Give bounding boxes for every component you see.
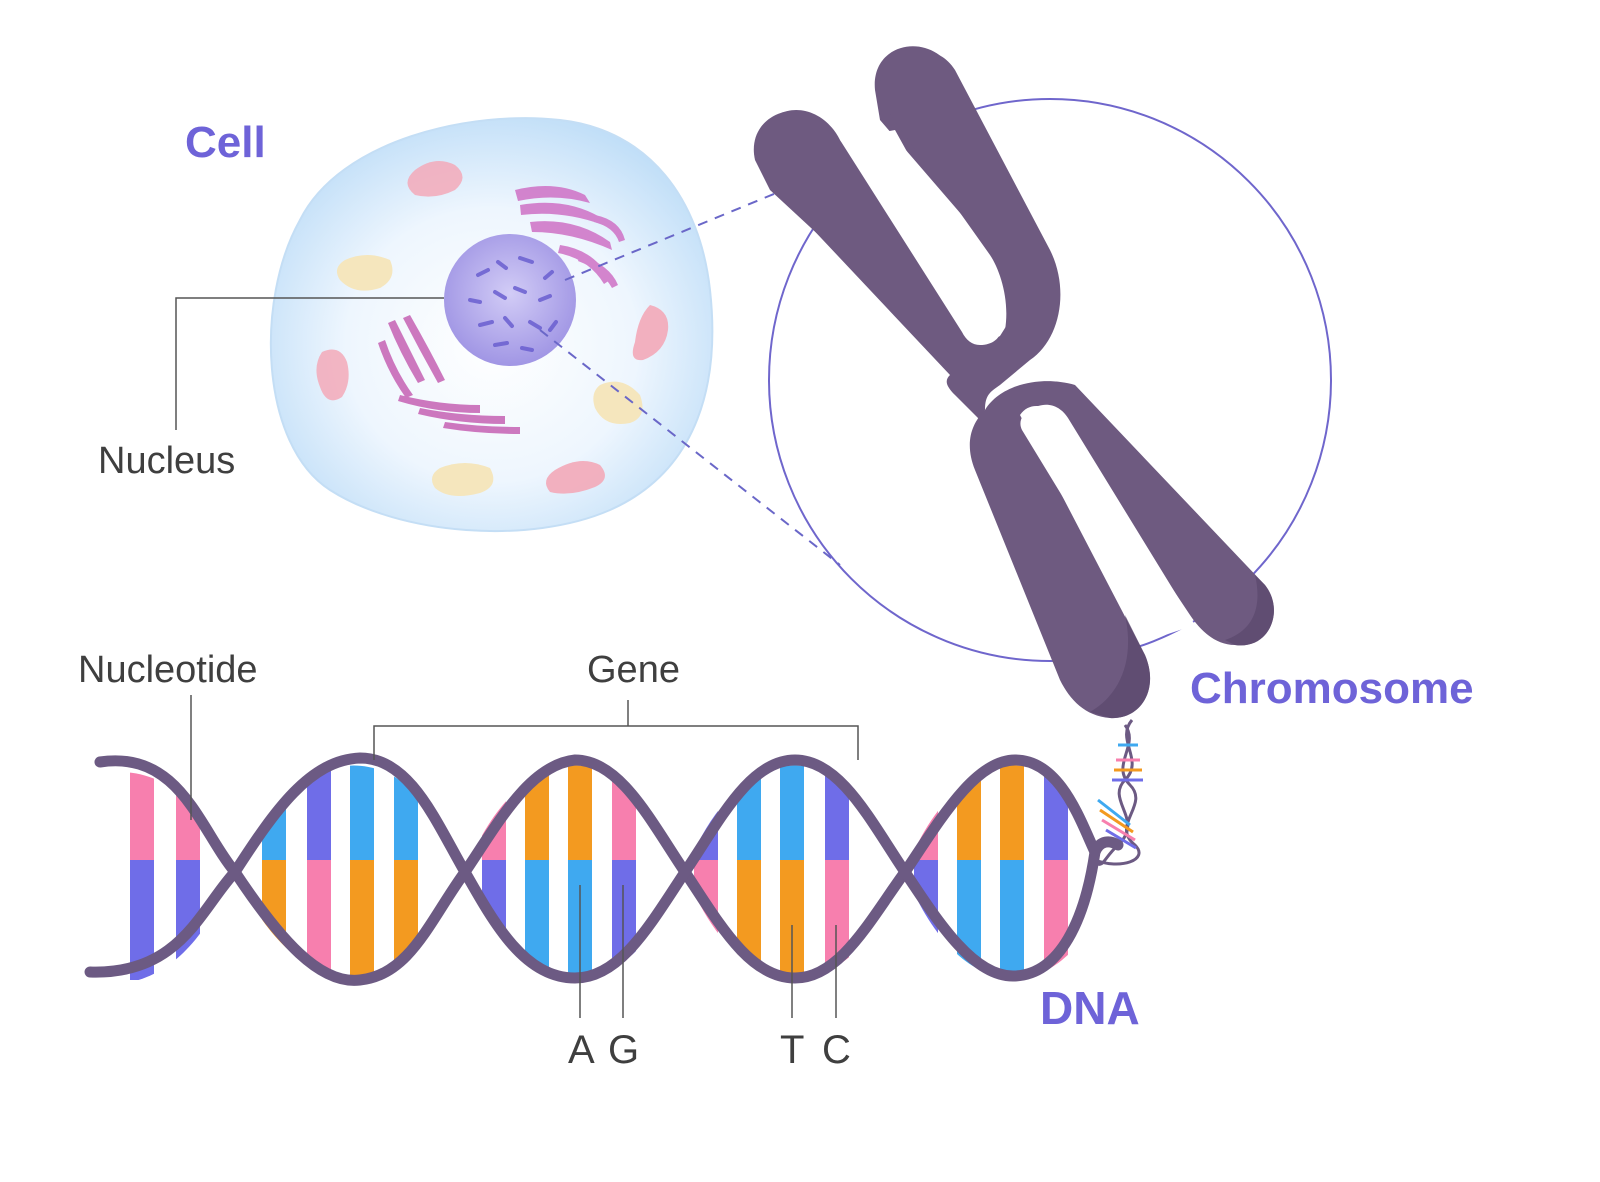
gene-bracket (373, 725, 859, 760)
mitochondrion-organelle (316, 349, 349, 401)
chromosome-gap-lower (1020, 404, 1195, 640)
chromosome-gap-upper (840, 130, 1002, 345)
mitochondrion-organelle (407, 161, 463, 197)
dna-helix (84, 752, 1124, 986)
vesicle-organelle (431, 463, 494, 497)
mitochondrion-organelle (632, 305, 669, 361)
mitochondrion-organelle (546, 461, 605, 494)
golgi-apparatus-lower (378, 315, 520, 434)
nucleus-pointer-line (175, 297, 444, 430)
cell-illustration (269, 117, 714, 533)
chromosome-shadow (1090, 575, 1274, 719)
base-a-label: A (568, 1028, 595, 1072)
vesicle-organelle (593, 381, 643, 424)
base-g-label: G (608, 1028, 639, 1072)
dna-base-pairs-segment-1 (262, 765, 418, 979)
chromosome-label: Chromosome (1190, 664, 1474, 713)
dna-base-pairs-segment-3 (694, 765, 849, 979)
base-t-label: T (780, 1028, 804, 1072)
base-c-label: C (822, 1028, 851, 1072)
chromosome (753, 46, 1274, 719)
gene-label: Gene (587, 649, 680, 691)
dna-backbone-strand-1 (94, 754, 1101, 986)
nucleus-label: Nucleus (98, 440, 235, 482)
nucleotide-label: Nucleotide (78, 649, 258, 691)
dna-backbone-strand-2 (84, 752, 1124, 984)
cell-label: Cell (185, 118, 266, 167)
dna-label: DNA (1040, 982, 1140, 1034)
mini-dna-helix (1089, 719, 1143, 866)
chromatin-fragments (468, 256, 558, 352)
golgi-apparatus-upper (515, 186, 625, 288)
chromosome-zoom-circle (768, 98, 1332, 662)
pointer-lines (175, 297, 859, 1018)
dna-base-pairs-segment-4 (914, 765, 1068, 979)
vesicle-organelle (336, 255, 393, 291)
nucleus (444, 234, 576, 366)
